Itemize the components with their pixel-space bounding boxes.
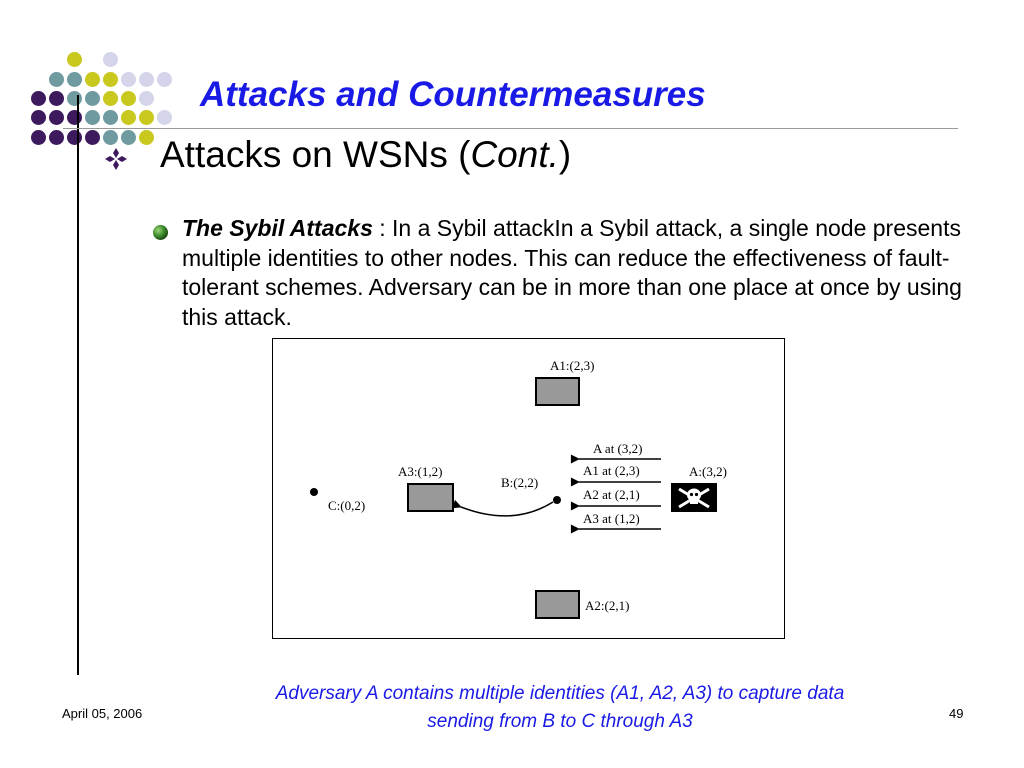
dot — [49, 110, 64, 125]
dot — [103, 91, 118, 106]
a2-node — [535, 590, 580, 619]
diagram-canvas: A1:(2,3) A2:(2,1) A3:(1,2) C:(0,2) B:(2,… — [310, 358, 727, 619]
a1-label: A1:(2,3) — [550, 358, 594, 373]
arrow-label-a1: A1 at (2,3) — [583, 463, 640, 478]
sybil-attack-paragraph: The Sybil Attacks : In a Sybil attackIn … — [182, 214, 972, 332]
bullet-text: : In a Sybil attackIn a Sybil attack, a … — [182, 215, 962, 330]
caption-line-1: Adversary A contains multiple identities… — [275, 683, 845, 704]
dot — [67, 130, 82, 145]
dot — [103, 72, 118, 87]
dot — [85, 91, 100, 106]
dot — [85, 72, 100, 87]
a3-label: A3:(1,2) — [398, 464, 442, 479]
vertical-divider — [77, 95, 79, 675]
a3-node — [407, 483, 454, 512]
dot — [67, 52, 82, 67]
slide-title: Attacks and Countermeasures — [200, 75, 706, 114]
dot — [49, 91, 64, 106]
sphere-bullet-icon — [153, 225, 168, 240]
dot — [103, 52, 118, 67]
dot — [121, 110, 136, 125]
dot — [31, 91, 46, 106]
dot — [139, 110, 154, 125]
dot — [121, 72, 136, 87]
dot — [67, 110, 82, 125]
dot — [103, 130, 118, 145]
b-to-a3-arrow — [451, 499, 554, 517]
dot — [31, 110, 46, 125]
b-label: B:(2,2) — [501, 475, 538, 490]
title-underline — [63, 128, 958, 129]
dot — [103, 110, 118, 125]
bullet-term: The Sybil Attacks — [182, 215, 373, 241]
caption-line-2: sending from B to C through A3 — [427, 711, 693, 732]
c-label: C:(0,2) — [328, 498, 365, 513]
dot — [139, 130, 154, 145]
b-node — [553, 496, 561, 504]
section-heading: Attacks on WSNs (Cont.) — [160, 134, 572, 175]
arrow-label-a: A at (3,2) — [593, 441, 642, 456]
dot — [121, 130, 136, 145]
dot — [49, 130, 64, 145]
arrow-label-a2: A2 at (2,1) — [583, 487, 640, 502]
a2-label: A2:(2,1) — [585, 598, 629, 613]
sybil-attack-diagram: A1:(2,3) A2:(2,1) A3:(1,2) C:(0,2) B:(2,… — [272, 338, 785, 639]
a1-node — [535, 377, 580, 406]
footer-date: April 05, 2006 — [62, 706, 143, 721]
arrow-label-a3: A3 at (1,2) — [583, 511, 640, 526]
dot — [85, 110, 100, 125]
dot — [157, 72, 172, 87]
a-label: A:(3,2) — [689, 464, 727, 479]
diamond-bullet-icon — [105, 148, 127, 170]
dot — [49, 72, 64, 87]
dot — [31, 130, 46, 145]
figure-caption: Adversary A contains multiple identities… — [230, 680, 890, 736]
dot — [139, 91, 154, 106]
dot — [121, 91, 136, 106]
page-number: 49 — [949, 706, 964, 721]
dot — [67, 72, 82, 87]
dot — [85, 130, 100, 145]
dot — [139, 72, 154, 87]
dot — [157, 110, 172, 125]
skull-crossbones-icon — [671, 483, 717, 512]
c-node — [310, 488, 318, 496]
dot — [67, 91, 82, 106]
